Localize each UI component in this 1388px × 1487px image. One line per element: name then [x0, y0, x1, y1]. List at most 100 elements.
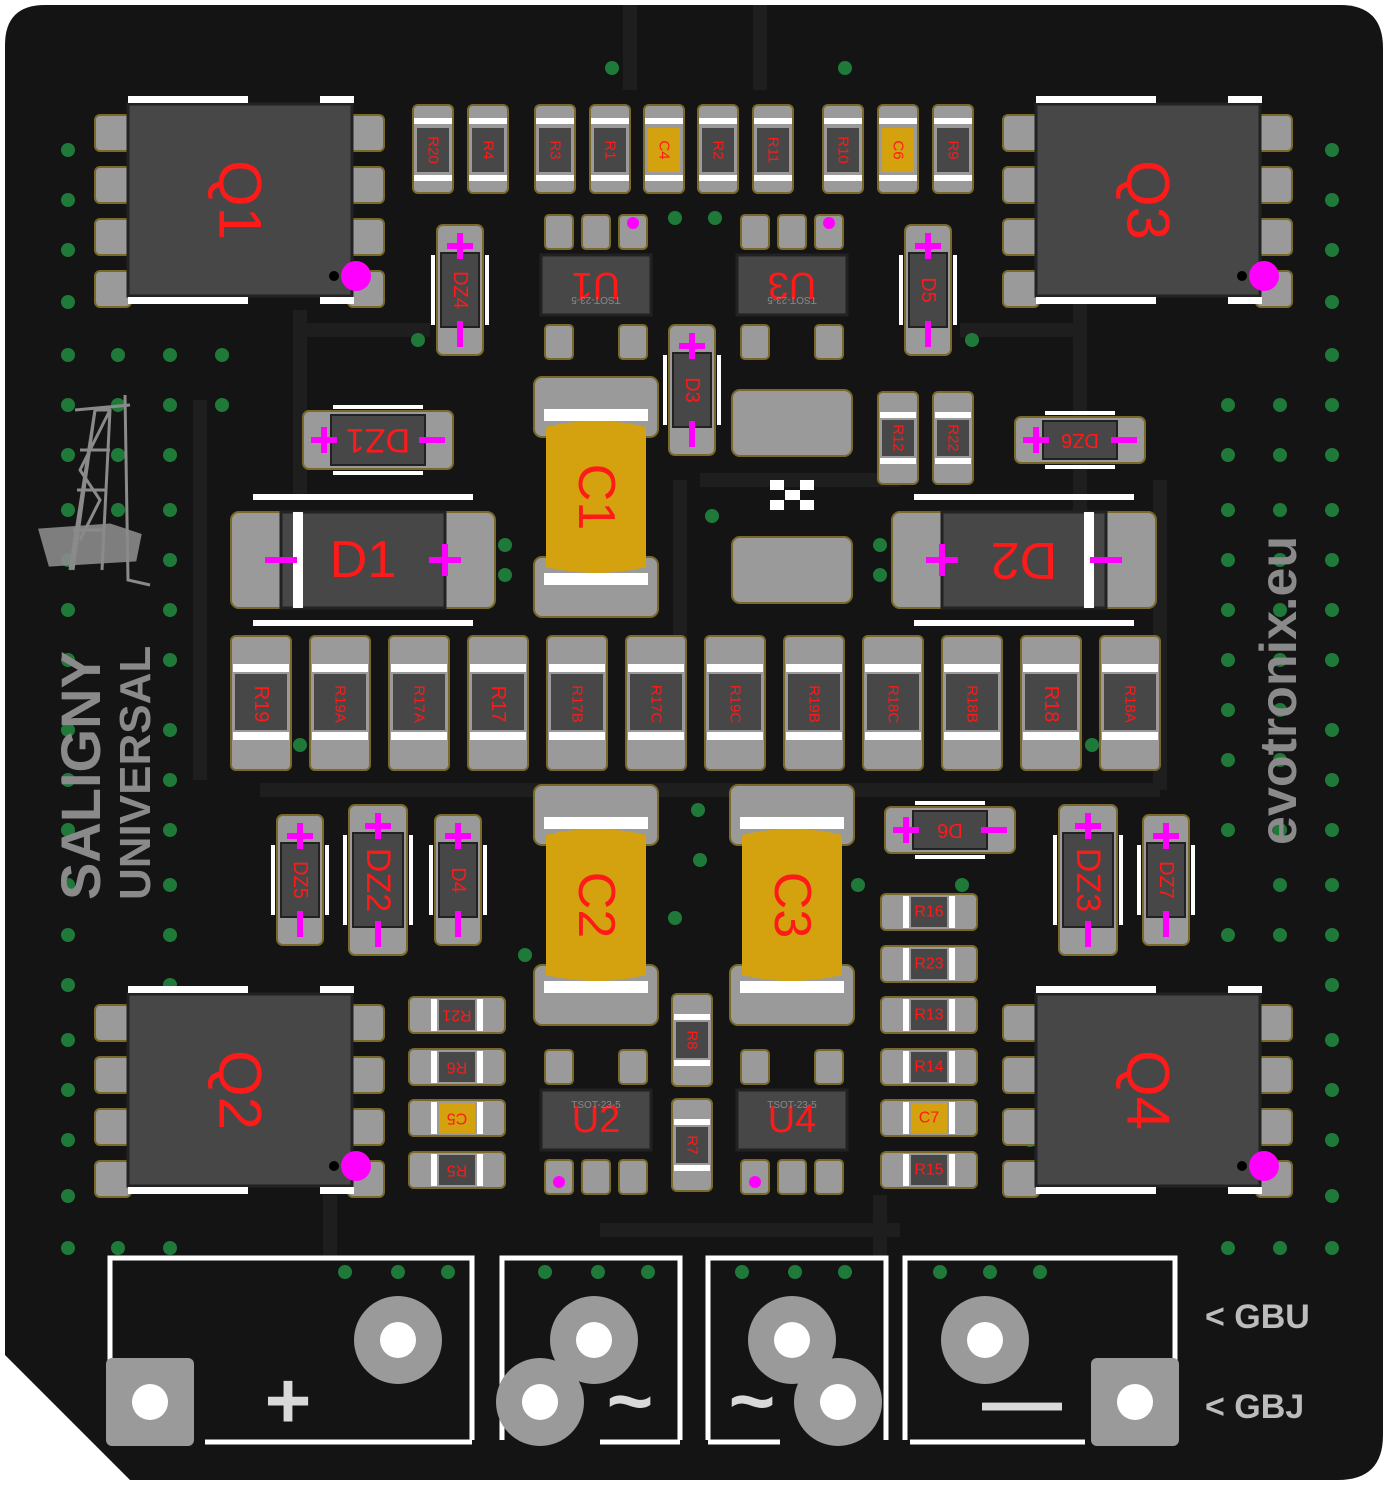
- via: [1273, 553, 1287, 567]
- refdes-r2: R2: [710, 140, 727, 159]
- ic-package-label: TSOT-23-5: [571, 1100, 621, 1111]
- via: [1325, 653, 1339, 667]
- website-label: evotronix.eu: [1250, 536, 1308, 845]
- smd-r21: R21: [408, 996, 506, 1034]
- diode-dz4: DZ4: [431, 224, 489, 356]
- refdes-u1: U1: [572, 264, 621, 306]
- refdes-dz2: DZ2: [359, 848, 397, 912]
- refdes-c5: C5: [447, 1110, 468, 1127]
- smd-c6: C6: [877, 104, 919, 194]
- smd-r12: R12: [877, 391, 919, 485]
- smd-r22: R22: [932, 391, 974, 485]
- via: [1273, 603, 1287, 617]
- refdes-u4: U4: [768, 1099, 817, 1141]
- smd-r13: R13: [880, 996, 978, 1034]
- via: [61, 243, 75, 257]
- gbu-hint: < GBU: [1205, 1298, 1310, 1336]
- via: [163, 1241, 177, 1255]
- brand-saligny: SALIGNY: [49, 651, 112, 900]
- refdes-r16: R16: [914, 904, 943, 921]
- via: [61, 1083, 75, 1097]
- refdes-q4: Q4: [1115, 1050, 1182, 1130]
- diode-dz1: DZ1: [302, 405, 454, 475]
- resistor-r18a: R18A: [1099, 635, 1161, 771]
- via: [518, 948, 532, 962]
- terminal-minus: —: [902, 1255, 1179, 1446]
- refdes-c4: C4: [656, 140, 673, 159]
- vias: [61, 61, 1339, 1279]
- refdes-dz4: DZ4: [449, 271, 471, 309]
- via: [338, 1265, 352, 1279]
- smd-r14: R14: [880, 1048, 978, 1086]
- via: [1325, 1241, 1339, 1255]
- via: [955, 878, 969, 892]
- via: [61, 295, 75, 309]
- via: [838, 1265, 852, 1279]
- resistor-r19a: R19A: [309, 635, 371, 771]
- refdes-q2: Q2: [207, 1050, 274, 1130]
- refdes-r23: R23: [914, 956, 943, 973]
- resistor-r17: R17: [467, 635, 529, 771]
- via: [61, 448, 75, 462]
- via: [163, 553, 177, 567]
- resistor-r19: R19: [230, 635, 292, 771]
- via: [293, 738, 307, 752]
- diode-dz5: DZ5: [271, 814, 329, 946]
- refdes-d5: D5: [917, 277, 939, 303]
- refdes-r11: R11: [765, 137, 782, 163]
- via: [641, 1265, 655, 1279]
- via: [691, 803, 705, 817]
- refdes-c2: C2: [567, 872, 625, 938]
- refdes-r17a: R17A: [411, 685, 428, 723]
- refdes-r22: R22: [945, 424, 962, 452]
- via: [1325, 448, 1339, 462]
- via: [163, 348, 177, 362]
- refdes-r18b: R18B: [964, 685, 981, 723]
- via: [1325, 603, 1339, 617]
- smd-r4: R4: [467, 104, 509, 194]
- via: [1325, 1083, 1339, 1097]
- via: [1221, 753, 1235, 767]
- refdes-r17b: R17B: [569, 685, 586, 723]
- via: [1325, 503, 1339, 517]
- via: [61, 653, 75, 667]
- via: [668, 211, 682, 225]
- ic-package-label: TSOT-23-5: [767, 1100, 817, 1111]
- via: [788, 1265, 802, 1279]
- via: [708, 211, 722, 225]
- refdes-d1: D1: [330, 531, 396, 589]
- via: [1325, 398, 1339, 412]
- smd-c4: C4: [643, 104, 685, 194]
- terminal-symbol-plus: +: [265, 1356, 312, 1445]
- refdes-r18: R18: [1040, 686, 1062, 723]
- via: [1221, 503, 1235, 517]
- via: [1325, 878, 1339, 892]
- refdes-r13: R13: [914, 1007, 943, 1024]
- pad: [731, 389, 853, 457]
- via: [1221, 553, 1235, 567]
- via: [498, 568, 512, 582]
- terminal-ac1: ~: [496, 1255, 683, 1446]
- terminal-symbol-ac2: ~: [729, 1356, 776, 1445]
- via: [163, 398, 177, 412]
- refdes-r17c: R17C: [648, 685, 665, 724]
- via: [983, 1265, 997, 1279]
- via: [1221, 448, 1235, 462]
- resistor-r17a: R17A: [388, 635, 450, 771]
- via: [851, 878, 865, 892]
- refdes-d3: D3: [681, 377, 703, 403]
- via: [61, 878, 75, 892]
- smd-r9: R9: [932, 104, 974, 194]
- via: [163, 653, 177, 667]
- via: [61, 1133, 75, 1147]
- via: [591, 1265, 605, 1279]
- via: [61, 143, 75, 157]
- refdes-q1: Q1: [207, 160, 274, 240]
- diode-d5: D5: [899, 224, 957, 356]
- via: [1273, 703, 1287, 717]
